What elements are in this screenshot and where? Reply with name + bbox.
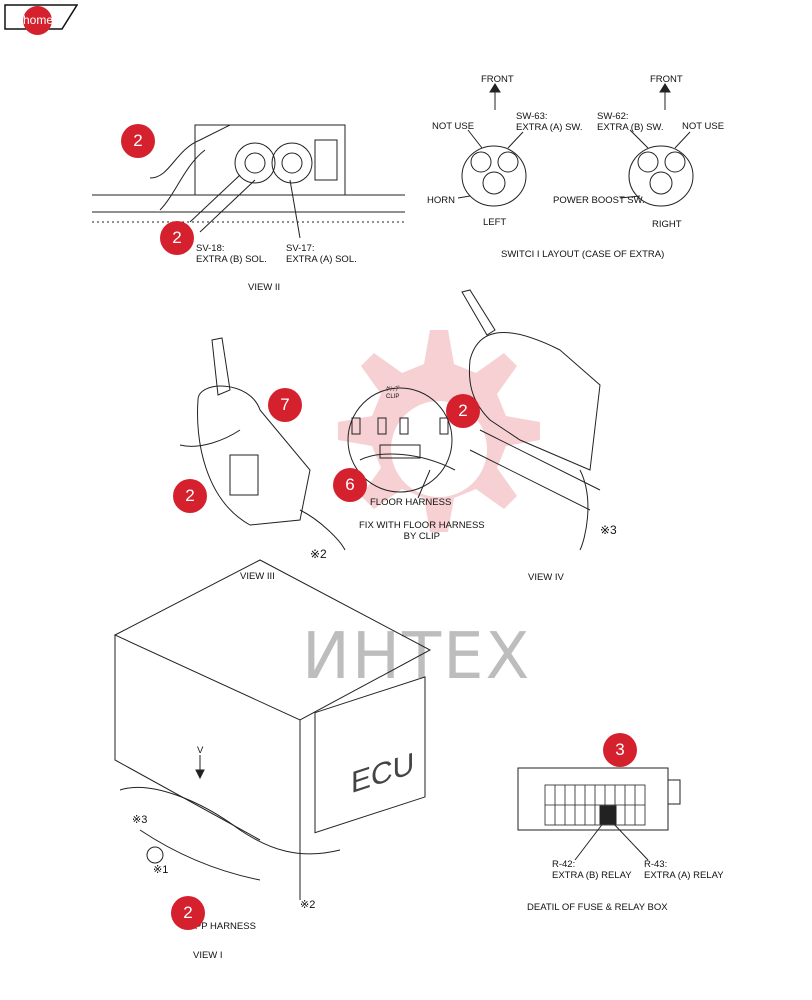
view-i-drawing [113, 559, 432, 900]
switch-layout-title: SWITCI I LAYOUT (CASE OF EXTRA) [501, 249, 665, 260]
view-ii-title: VIEW II [248, 282, 281, 293]
callout-2-view-iv[interactable]: 2 [446, 394, 480, 428]
front-right-label: FRONT [650, 74, 683, 85]
sw63-label: SW-63: EXTRA (A) SW. [516, 111, 583, 133]
callout-6[interactable]: 6 [333, 468, 367, 502]
fuse-box-drawing [517, 767, 681, 861]
home-button[interactable]: home [23, 6, 53, 35]
switch-left-drawing [457, 83, 527, 207]
view-i-mark1: ※1 [153, 864, 169, 876]
fuse-box-title: DEATIL OF FUSE & RELAY BOX [527, 902, 668, 913]
clip-detail-drawing [347, 387, 456, 499]
view-i-title: VIEW I [193, 950, 223, 961]
sv17-label: SV-17: EXTRA (A) SOL. [286, 243, 357, 265]
callout-3[interactable]: 3 [603, 733, 637, 767]
horn-label: HORN [427, 195, 455, 206]
callout-2-view-i[interactable]: 2 [171, 896, 205, 930]
sw62-label: SW-62: EXTRA (B) SW. [597, 111, 664, 133]
view-iii-drawing [179, 337, 346, 551]
callout-2-view-ii-top[interactable]: 2 [121, 124, 155, 158]
clip-label: ｸﾘｯﾌﾟ CLIP [386, 387, 402, 400]
right-label: RIGHT [652, 219, 682, 230]
view-i-mark2: ※2 [300, 899, 316, 911]
front-left-label: FRONT [481, 74, 514, 85]
r42-label: R-42: EXTRA (B) RELAY [552, 859, 632, 881]
view-iv-drawing [461, 289, 601, 551]
callout-2-view-iii[interactable]: 2 [173, 479, 207, 513]
view-iii-mark2: ※2 [310, 547, 327, 561]
not-use-right-label: NOT USE [682, 121, 725, 132]
view-iv-title: VIEW IV [528, 572, 564, 583]
home-tab[interactable]: home [4, 4, 79, 35]
r43-label: R-43: EXTRA (A) RELAY [644, 859, 724, 881]
v-label: V [197, 745, 204, 756]
sv18-label: SV-18: EXTRA (B) SOL. [196, 243, 267, 265]
power-boost-label: POWER BOOST SW. [553, 195, 645, 206]
callout-7[interactable]: 7 [268, 388, 302, 422]
view-iii-title: VIEW III [240, 571, 275, 582]
view-iv-mark3: ※3 [600, 523, 617, 537]
not-use-left-label: NOT USE [432, 121, 475, 132]
view-i-mark3: ※3 [132, 814, 148, 826]
fix-note-label: FIX WITH FLOOR HARNESS BY CLIP [359, 520, 485, 542]
view-ii-drawing [92, 124, 405, 239]
callout-2-view-ii-bottom[interactable]: 2 [160, 221, 194, 255]
floor-harness-label: FLOOR HARNESS [370, 497, 452, 508]
left-label: LEFT [483, 217, 507, 228]
watermark-text: ИНТЕХ [302, 620, 532, 694]
switch-right-drawing [619, 83, 694, 207]
